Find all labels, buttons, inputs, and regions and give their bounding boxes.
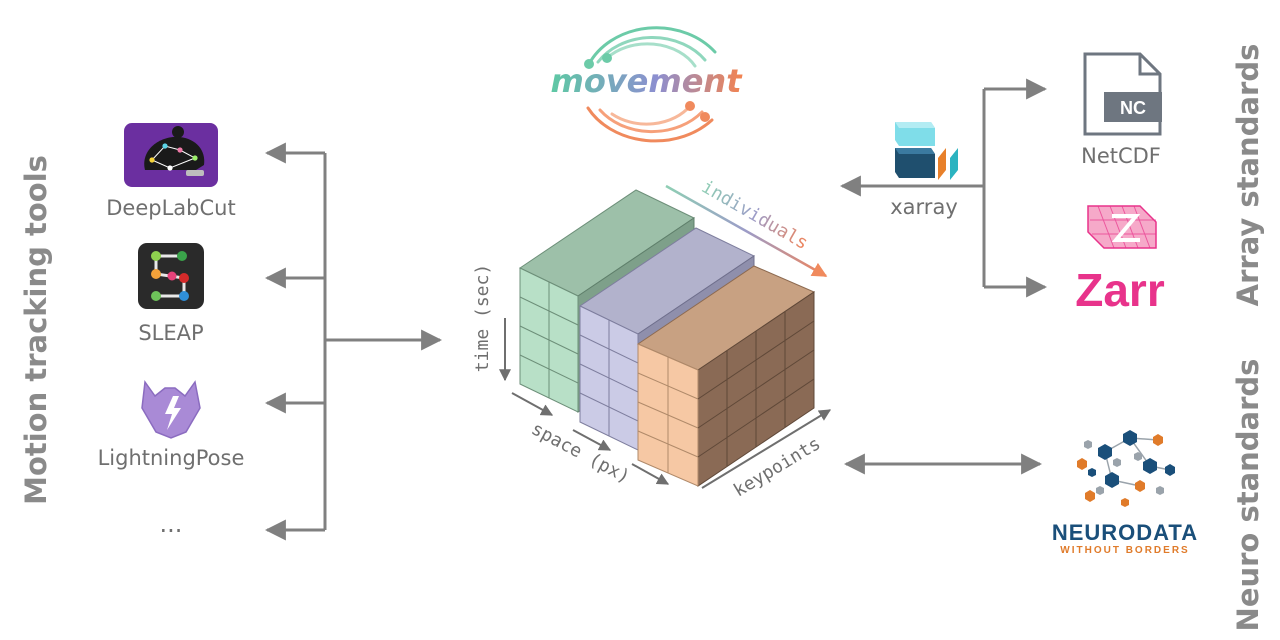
neuro-standards-heading: Neuro standards <box>1231 359 1265 632</box>
tools-connector <box>264 142 443 541</box>
data-cube <box>518 189 816 487</box>
tools-heading: Motion tracking tools <box>19 155 53 505</box>
array-connector <box>839 78 1048 298</box>
movement-title: movement <box>550 62 743 100</box>
deeplabcut-label: DeepLabCut <box>106 196 235 220</box>
nwb-title: NEURODATA <box>1052 520 1198 545</box>
movement-logo-icon <box>584 26 717 143</box>
sleap-label: SLEAP <box>138 321 203 345</box>
individuals-axis-arrow <box>665 184 828 278</box>
nwb-logo-icon <box>1077 430 1175 507</box>
zarr-logo-icon <box>1087 205 1157 249</box>
lightningpose-label: LightningPose <box>98 446 245 470</box>
sleap-logo-icon <box>138 243 204 309</box>
keypoints-axis-arrow <box>701 409 832 489</box>
netcdf-label: NetCDF <box>1081 144 1161 168</box>
array-standards-heading: Array standards <box>1231 44 1265 307</box>
time-axis-label: time (sec) <box>472 264 493 372</box>
netcdf-logo-icon <box>1083 52 1162 136</box>
more-tools-ellipsis: ... <box>160 510 183 538</box>
lightningpose-logo-icon <box>141 379 201 439</box>
space-axis-arrows <box>511 392 670 485</box>
nwb-subtitle: WITHOUT BORDERS <box>1060 545 1189 556</box>
xarray-label: xarray <box>890 195 958 219</box>
netcdf-badge: NC <box>1120 98 1146 118</box>
deeplabcut-logo-icon <box>124 123 218 187</box>
xarray-logo-icon <box>895 122 958 180</box>
individual-slab-orange <box>636 265 816 487</box>
zarr-label: Zarr <box>1075 264 1165 316</box>
